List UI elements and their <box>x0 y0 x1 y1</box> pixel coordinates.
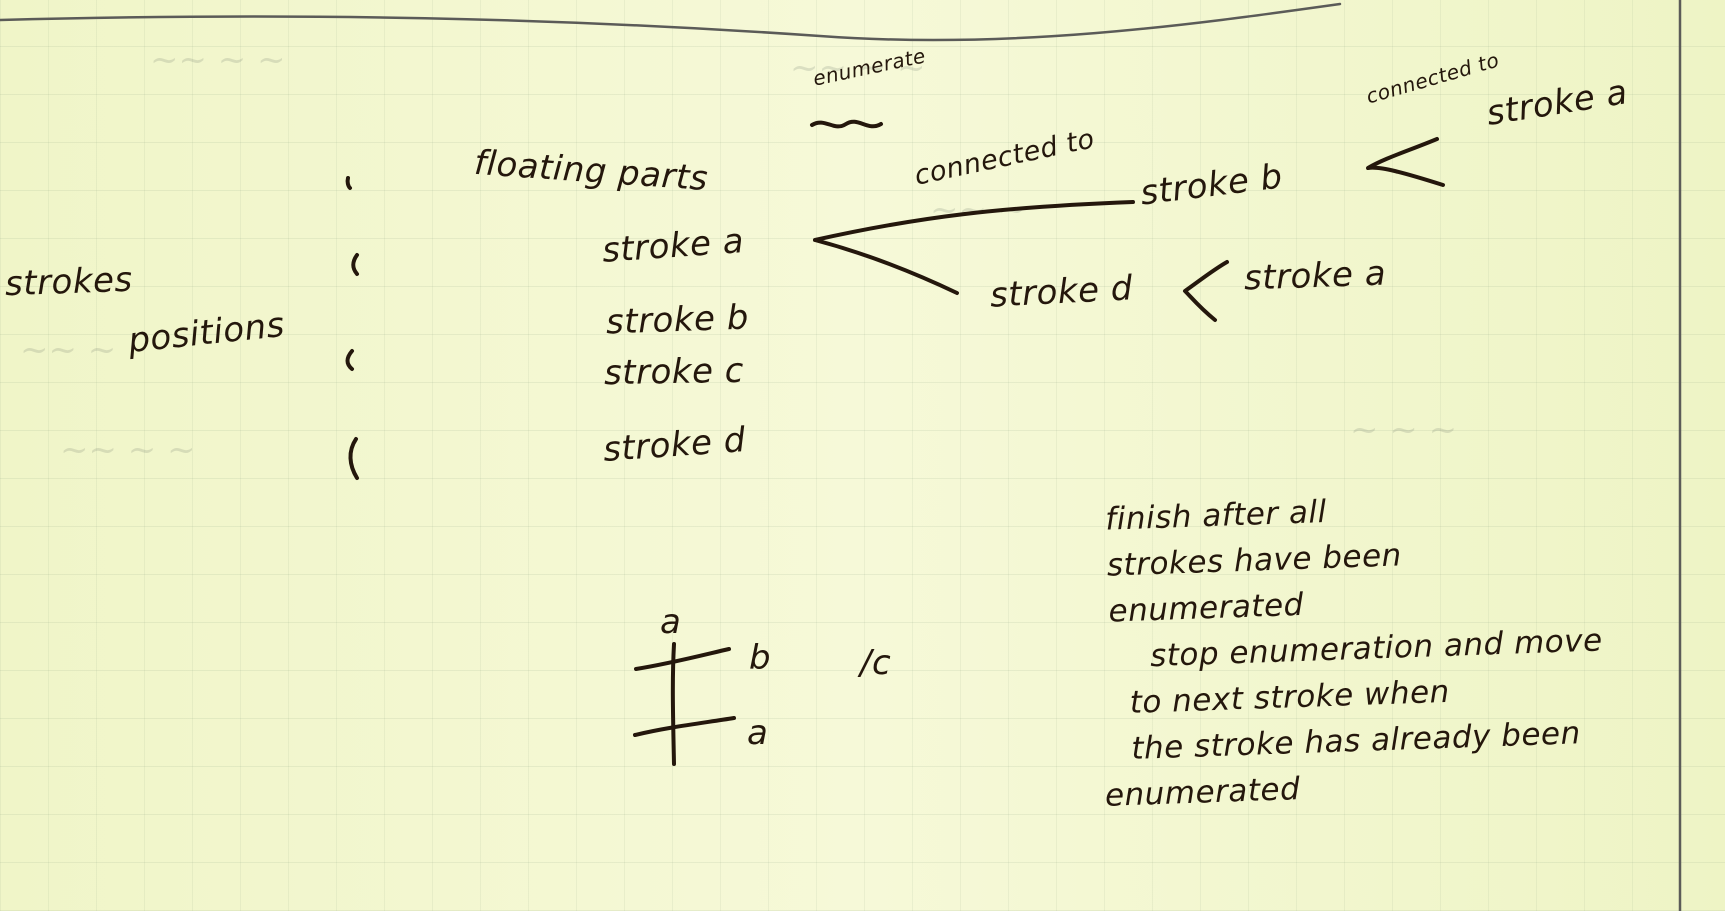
diagram-label-b: b <box>749 638 772 678</box>
stroke-d-relation-label: stroke d <box>989 268 1134 316</box>
show-through-text-2: ~~ ~ ~ <box>790 48 926 88</box>
bullet-mark-4 <box>348 437 359 480</box>
strokes-label: strokes <box>4 259 134 305</box>
diagram-label-c: /c <box>860 643 892 683</box>
show-through-text-5: ~~ ~ ~ <box>60 430 196 470</box>
arrow-to-stroke-b <box>1366 137 1445 187</box>
stroke-b-list-item: stroke b <box>605 297 750 343</box>
bullet-mark-1 <box>345 176 352 190</box>
squiggle-under-enumerate <box>810 119 883 129</box>
stroke-c-list-item: stroke c <box>603 350 745 394</box>
diagram-label-a-bottom: a <box>747 713 769 753</box>
stroke-diagram-lower-crossbar <box>633 716 736 737</box>
torn-page-edge <box>0 2 1342 42</box>
show-through-text-1: ~~ ~ ~ <box>150 40 286 80</box>
stroke-a-bottom-relation-label: stroke a <box>1243 253 1387 299</box>
finish-note: finish after all strokes have been enume… <box>1104 480 1609 819</box>
stroke-diagram-vertical-line <box>670 642 676 766</box>
arrow-to-stroke-a <box>813 200 1135 295</box>
show-through-text-6: ~ ~ ~ <box>1350 410 1458 450</box>
show-through-text-4: ~~ ~ <box>20 330 117 370</box>
bullet-mark-2 <box>351 253 359 276</box>
diagram-label-a-top: a <box>660 602 682 642</box>
arrow-to-stroke-d <box>1183 260 1229 322</box>
bullet-mark-3 <box>345 349 354 371</box>
stroke-diagram-upper-crossbar <box>634 647 731 671</box>
